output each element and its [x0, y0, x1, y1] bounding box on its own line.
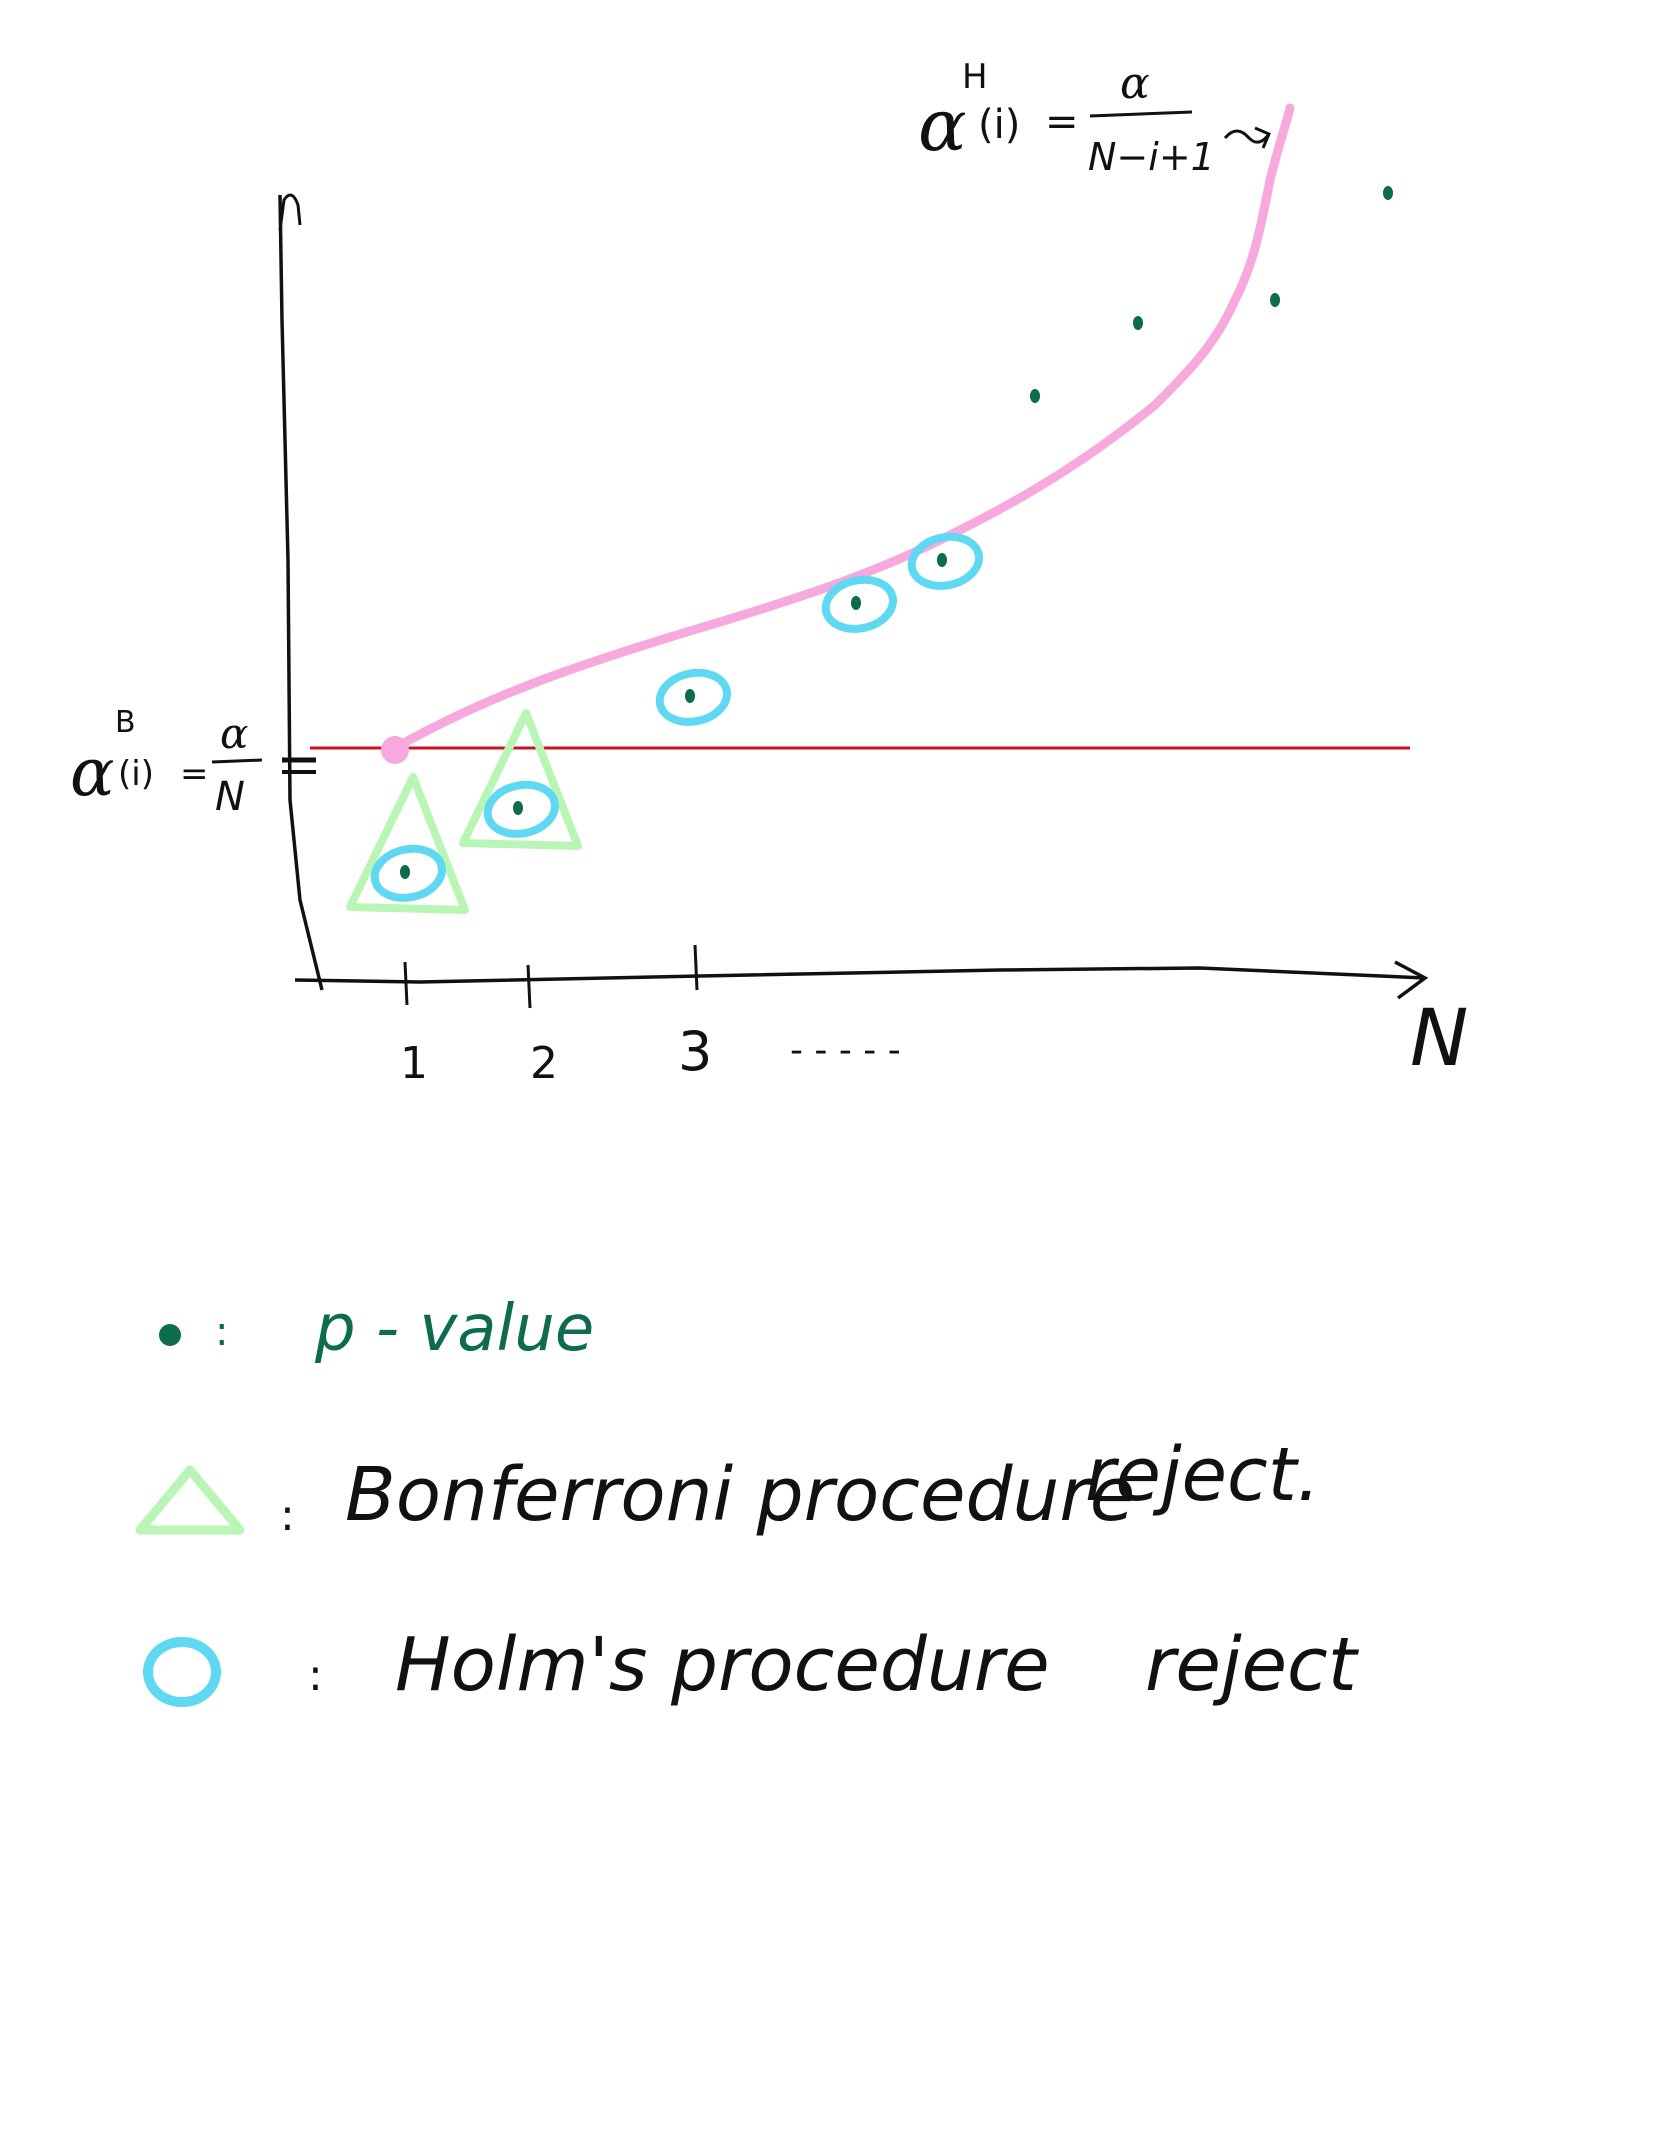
- bonferroni-threshold-formula: α B (i) = α N: [70, 705, 263, 820]
- x-tick-label: 1: [400, 1038, 428, 1089]
- p-value-markers: [346, 186, 1393, 914]
- legend-p-value-dot-icon: [159, 1324, 181, 1346]
- holm-curve-start-dot: [381, 736, 409, 764]
- bonferroni-fraction-bar: [211, 758, 263, 764]
- p-value-point: [400, 865, 410, 879]
- bonferroni-numerator: α: [220, 709, 248, 758]
- holm-superscript: H: [962, 57, 988, 97]
- x-axis-label: N: [1410, 994, 1468, 1084]
- holm-reject-circle: [655, 668, 731, 726]
- bonferroni-denominator: N: [215, 774, 245, 820]
- holm-reject-circle: [370, 844, 446, 902]
- p-value-point: [1383, 186, 1393, 200]
- x-axis-arrowhead-icon: [1394, 960, 1429, 1000]
- holm-equals: =: [1045, 99, 1079, 145]
- y-axis: [278, 194, 324, 991]
- bonferroni-reject-triangle: [459, 709, 582, 850]
- holm-reject-circle: [483, 780, 559, 838]
- p-value-point: [685, 689, 695, 703]
- legend-circle-separator: :: [308, 1650, 323, 1701]
- holm-arrow-icon: [1223, 126, 1271, 149]
- x-tick-label: 2: [530, 1038, 558, 1089]
- x-ticks: 1 2 3 - - - - -: [400, 944, 901, 1089]
- legend-dot-separator: :: [215, 1309, 228, 1355]
- legend-p-value-text: p - value: [314, 1292, 594, 1366]
- p-value-point: [513, 801, 523, 815]
- holm-fraction-bar: [1089, 110, 1193, 118]
- legend-bonferroni-text: Bonferroni procedure: [345, 1452, 1135, 1538]
- x-axis: [294, 966, 1426, 984]
- bonferroni-superscript: B: [115, 705, 136, 740]
- y-axis-arrowhead-icon: [278, 193, 302, 231]
- legend-holm-reject: reject: [1145, 1622, 1360, 1708]
- legend-triangle-icon: [135, 1465, 245, 1535]
- x-tick-mark: [693, 944, 699, 991]
- legend-bonferroni-reject: reject.: [1085, 1432, 1320, 1518]
- p-value-point: [1030, 389, 1040, 403]
- p-value-point: [937, 553, 947, 567]
- holm-threshold-formula: α H (i) = α N−i+1: [918, 57, 1271, 179]
- x-tick-mark: [403, 961, 409, 1006]
- holm-numerator: α: [1120, 58, 1150, 109]
- p-value-point: [851, 596, 861, 610]
- bonferroni-reject-triangle: [346, 773, 469, 914]
- legend-holm-text: Holm's procedure: [395, 1622, 1050, 1708]
- bonferroni-equals: =: [180, 754, 209, 794]
- x-axis-continuation: - - - - -: [790, 1030, 901, 1071]
- legend: : p - value : Bonferroni procedure rejec…: [135, 1292, 1360, 1708]
- legend-triangle-separator: :: [280, 1490, 295, 1541]
- bonferroni-index: (i): [118, 754, 154, 794]
- bonferroni-alpha: α: [70, 734, 115, 811]
- holm-threshold-curve: [390, 103, 1295, 753]
- x-tick-mark: [526, 964, 532, 1009]
- holm-reject-circle: [907, 532, 983, 590]
- x-tick-label: 3: [678, 1020, 712, 1083]
- legend-circle-icon: [143, 1637, 221, 1707]
- p-value-point: [1270, 293, 1280, 307]
- holm-index: (i): [978, 102, 1020, 148]
- holm-reject-circle: [821, 575, 897, 633]
- holm-denominator: N−i+1: [1088, 135, 1215, 179]
- holm-alpha: α: [918, 83, 967, 167]
- p-value-point: [1133, 316, 1143, 330]
